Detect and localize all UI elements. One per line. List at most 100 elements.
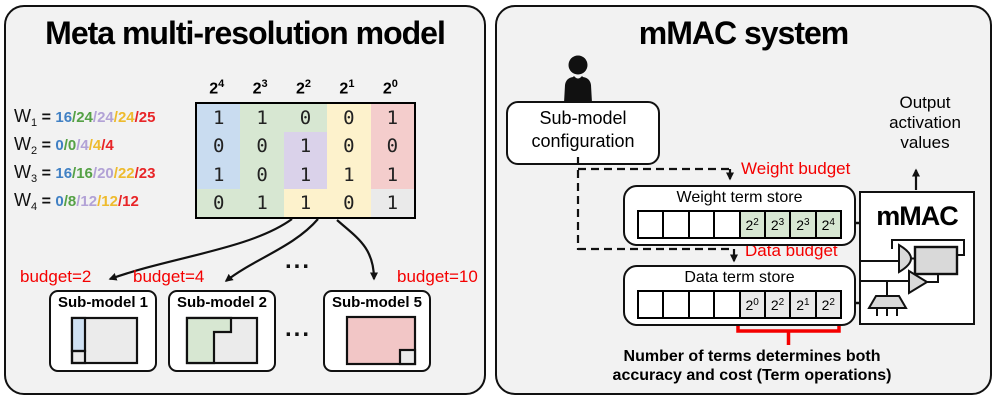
value-separator: / <box>88 137 93 154</box>
matrix-cell: 1 <box>283 160 328 189</box>
ellipsis-submodels: ... <box>285 315 312 342</box>
caption-line-2: accuracy and cost (Term operations) <box>612 367 892 384</box>
budget-label-2: budget=4 <box>133 267 205 286</box>
weight-value: 12 <box>80 193 98 210</box>
weight-row: W2 = 0/0/4/4/4 <box>14 134 114 158</box>
weight-value: 4 <box>80 137 89 154</box>
empty-term-cell <box>639 212 665 237</box>
output-line-3: values <box>900 133 950 152</box>
matrix-cell: 0 <box>283 104 328 133</box>
mmac-system-panel: mMAC system Sub-model configuration <box>495 5 992 395</box>
weight-value: 22 <box>117 165 135 182</box>
empty-term-cell <box>639 292 665 317</box>
matrix-cell: 1 <box>197 160 241 189</box>
weight-value: 24 <box>97 109 114 126</box>
weight-value: 24 <box>117 109 135 126</box>
weight-value: 12 <box>101 193 118 210</box>
empty-term-cell <box>664 292 690 317</box>
right-panel-title: mMAC system <box>638 15 850 51</box>
value-separator: / <box>117 193 123 210</box>
value-separator: / <box>92 109 98 126</box>
value-separator: / <box>72 165 77 182</box>
arrow-to-submodel-1 <box>108 218 293 281</box>
weight-budget-label: Weight budget <box>741 159 851 178</box>
weight-value: 25 <box>138 109 156 126</box>
value-separator: / <box>113 109 118 126</box>
matrix-cell: 1 <box>240 188 284 217</box>
submodel-2-diagram <box>185 316 259 365</box>
mmac-circuit <box>861 239 965 316</box>
weight-value: 16 <box>76 165 93 182</box>
meta-model-panel: Meta multi-resolution model W1 = 16/24/2… <box>4 5 486 395</box>
output-line-2: activation <box>889 113 961 132</box>
caption-line-1: Number of terms determines both <box>623 348 881 365</box>
value-separator: / <box>63 137 68 154</box>
empty-term-cell <box>715 292 741 317</box>
matrix-cell: 1 <box>240 104 284 133</box>
output-activation-text: Output activation values <box>880 93 970 153</box>
matrix-cell: 0 <box>327 132 371 161</box>
matrix-cell: 0 <box>240 132 284 161</box>
matrix-cell: 0 <box>327 188 371 217</box>
weight-row: W1 = 16/24/24/24/25 <box>14 106 156 130</box>
matrix-cell: 0 <box>370 132 414 161</box>
config-line-1: Sub-model <box>539 108 627 128</box>
matrix-cell: 1 <box>197 104 241 133</box>
matrix-col-header: 22 <box>296 78 312 98</box>
weight-value: 0 <box>55 193 64 210</box>
matrix-cell: 1 <box>370 188 414 217</box>
submodel-1-box: Sub-model 1 <box>49 290 157 372</box>
matrix-cell: 1 <box>370 104 414 133</box>
matrix-col-header: 23 <box>252 78 268 98</box>
submodel-configuration-box: Sub-model configuration <box>506 101 660 165</box>
matrix-cell: 0 <box>197 132 241 161</box>
left-panel-title: Meta multi-resolution model <box>45 15 446 51</box>
weight-value: 20 <box>97 165 114 182</box>
terms-caption: Number of terms determines both accuracy… <box>602 347 902 385</box>
user-icon <box>564 55 592 103</box>
submodel-1-title: Sub-model 1 <box>57 294 148 311</box>
buffer-triangle <box>908 269 929 295</box>
value-separator: / <box>101 137 106 154</box>
matrix-cell: 0 <box>240 160 284 189</box>
data-term-store-title: Data term store <box>684 269 795 286</box>
weight-value: 23 <box>138 165 156 182</box>
submodel-2-title: Sub-model 2 <box>176 294 267 311</box>
config-line-2: configuration <box>531 131 635 151</box>
budget-label-1: budget=2 <box>20 267 92 286</box>
submodel-5-box: Sub-model 5 <box>323 290 431 372</box>
matrix-cell: 1 <box>283 132 328 161</box>
matrix-col-header: 20 <box>382 78 398 98</box>
weight-row: W4 = 0/8/12/12/12 <box>14 190 139 214</box>
value-separator: / <box>72 109 77 126</box>
value-separator: / <box>63 193 68 210</box>
mmac-block: mMAC <box>859 191 975 325</box>
weight-row: W3 = 16/16/20/22/23 <box>14 162 156 186</box>
value-separator: / <box>97 193 102 210</box>
matrix-cell: 0 <box>327 104 371 133</box>
matrix-cell: 1 <box>370 160 414 189</box>
matrix-col-header: 24 <box>209 78 225 98</box>
matrix-cell: 0 <box>197 188 241 217</box>
empty-term-cell <box>664 212 690 237</box>
arrow-to-submodel-5 <box>336 219 378 281</box>
weight-value: 12 <box>122 193 139 210</box>
weight-value: 8 <box>67 193 77 210</box>
output-line-1: Output <box>899 93 951 112</box>
value-separator: / <box>134 109 139 126</box>
mmac-label: mMAC <box>876 201 959 231</box>
weight-value: 4 <box>92 137 102 154</box>
register-shape <box>913 245 959 276</box>
submodel-5-title: Sub-model 5 <box>331 294 422 311</box>
